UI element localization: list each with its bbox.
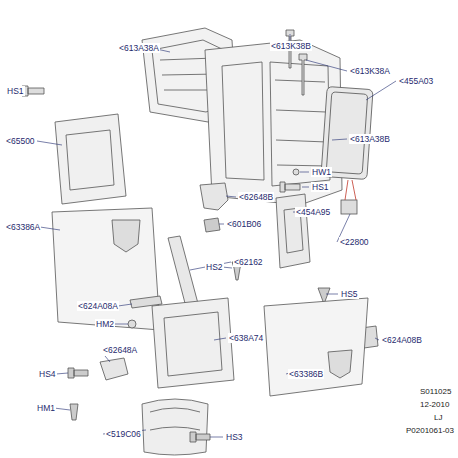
drawing-code: S011025 — [419, 387, 452, 397]
callout-number: HS1 — [6, 86, 25, 96]
drawing-code: LJ — [433, 413, 443, 423]
callout-number: <601B06 — [226, 219, 262, 229]
callout-number: HM2 — [95, 319, 115, 329]
drawing-code: 12-2010 — [419, 400, 450, 410]
callout-number: HM1 — [36, 403, 56, 413]
callout-number: HS5 — [340, 289, 359, 299]
callout-number: <613A38B — [349, 134, 391, 144]
callout-number: <455A03 — [398, 76, 434, 86]
callout-number: <624A08B — [381, 335, 423, 345]
callout-number: HS4 — [38, 369, 57, 379]
callout-number: <613K38B — [270, 41, 312, 51]
callout-number: <63386B — [288, 369, 324, 379]
callout-number: HS3 — [225, 432, 244, 442]
callout-number: HW1 — [311, 167, 332, 177]
drawing-code: P0201061-03 — [405, 426, 455, 436]
callout-number: HS2 — [205, 262, 224, 272]
callout-number: <454A95 — [295, 207, 331, 217]
callout-number: <613K38A — [349, 66, 391, 76]
callout-number: <65500 — [5, 136, 36, 146]
callout-number: <519C06 — [105, 429, 142, 439]
callout-number: <638A74 — [228, 333, 264, 343]
callout-number: <624A08A — [77, 301, 119, 311]
callout-number: <22800 — [339, 237, 370, 247]
callout-number: <62648B — [238, 192, 274, 202]
callout-number: <63386A — [5, 222, 41, 232]
callout-number: <613A38A — [118, 43, 160, 53]
callout-number: <62162 — [233, 257, 264, 267]
callout-number: <62648A — [102, 345, 138, 355]
callout-number: HS1 — [311, 182, 330, 192]
